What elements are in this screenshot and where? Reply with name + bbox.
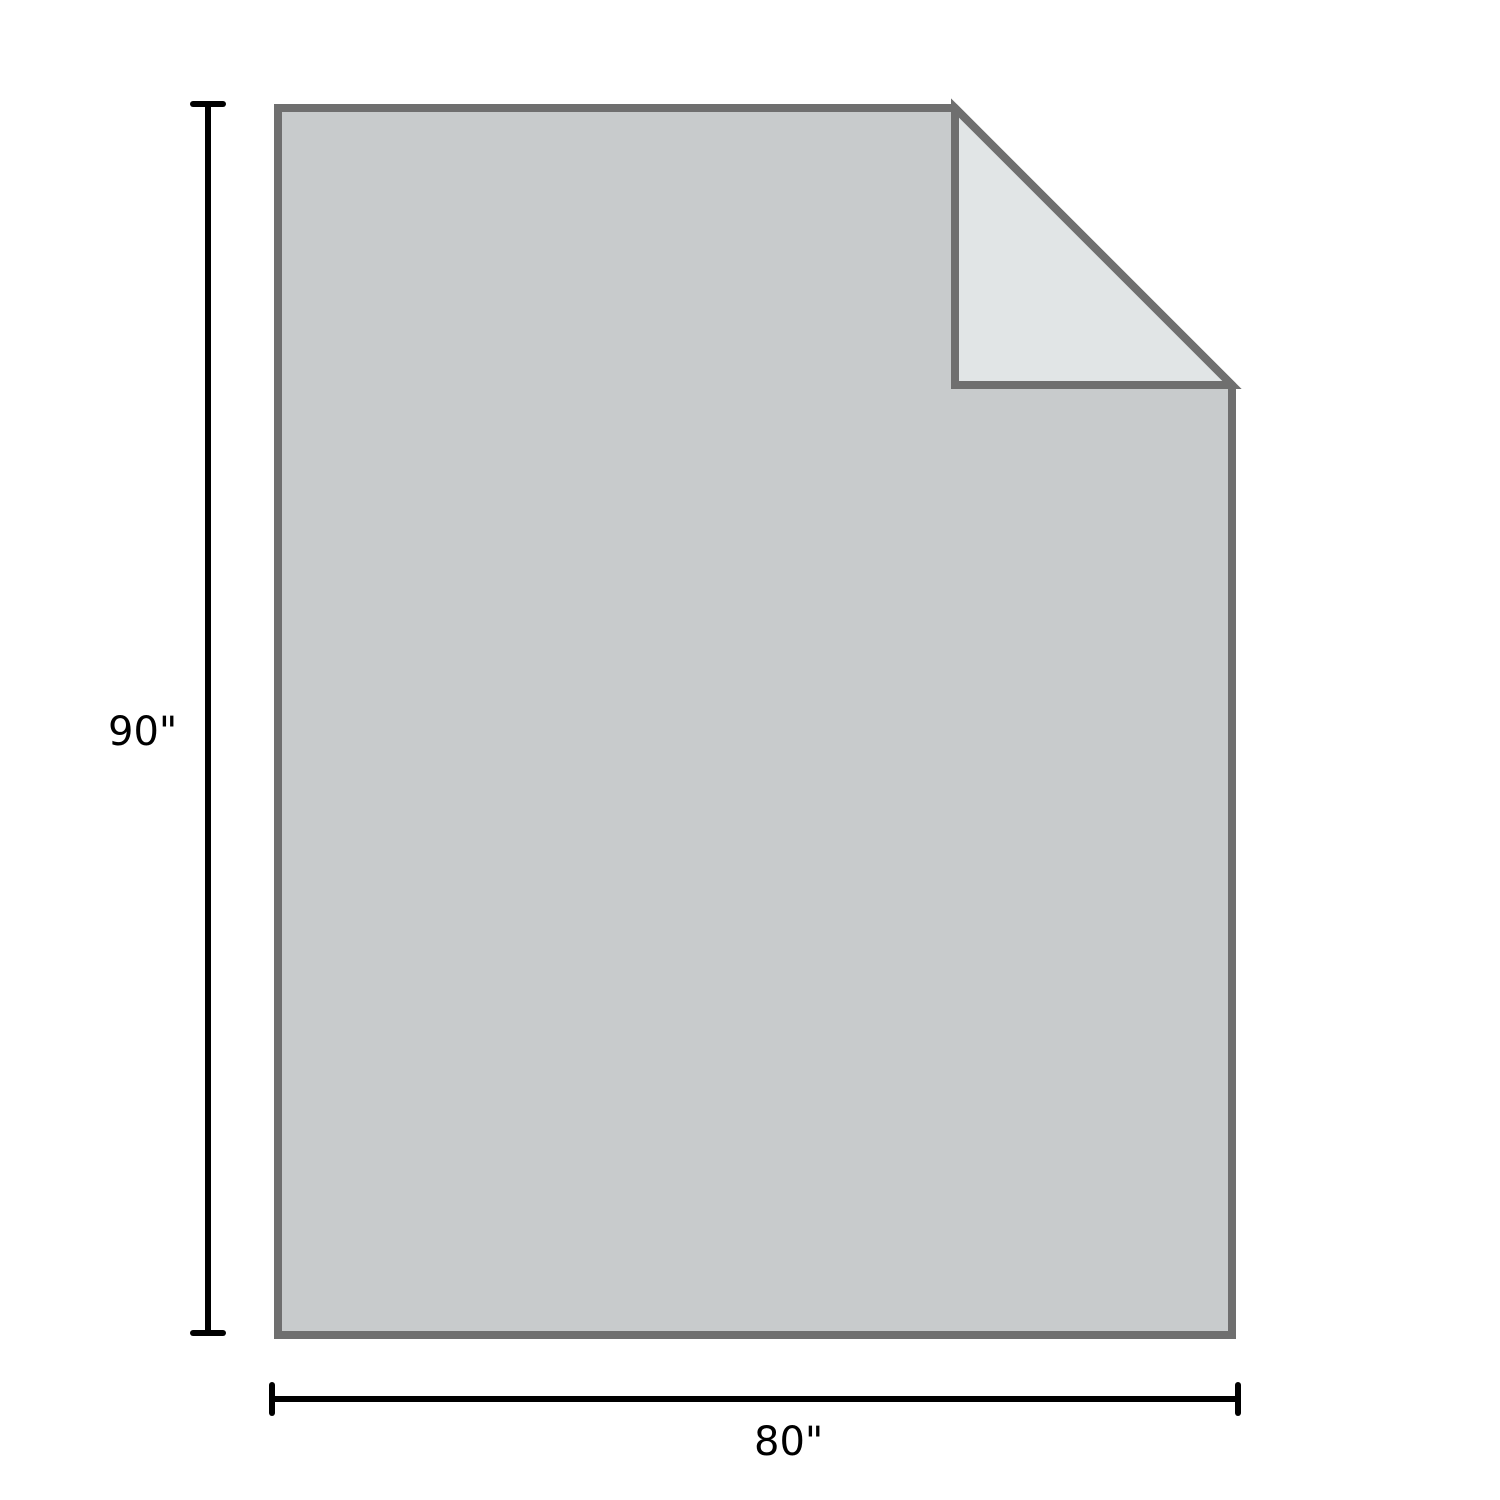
width-label: 80" (754, 1419, 824, 1465)
width-dimension-line (269, 1382, 1241, 1416)
height-dimension-line (190, 101, 226, 1336)
blanket-shape (274, 104, 1236, 1339)
height-label: 90" (108, 709, 178, 755)
folded-corner (951, 98, 1242, 389)
